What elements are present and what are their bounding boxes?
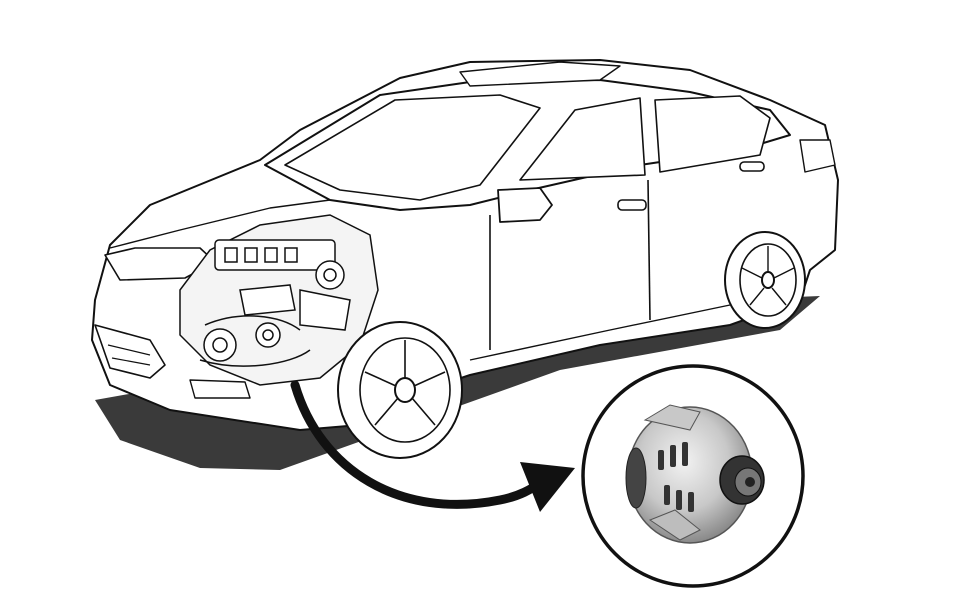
front-wheel [337,321,463,459]
alternator-icon [625,404,765,544]
engine-cutaway [179,214,379,386]
callout-arrow [290,380,550,509]
rear-wheel [724,231,806,329]
callout-arrowhead [520,462,575,512]
